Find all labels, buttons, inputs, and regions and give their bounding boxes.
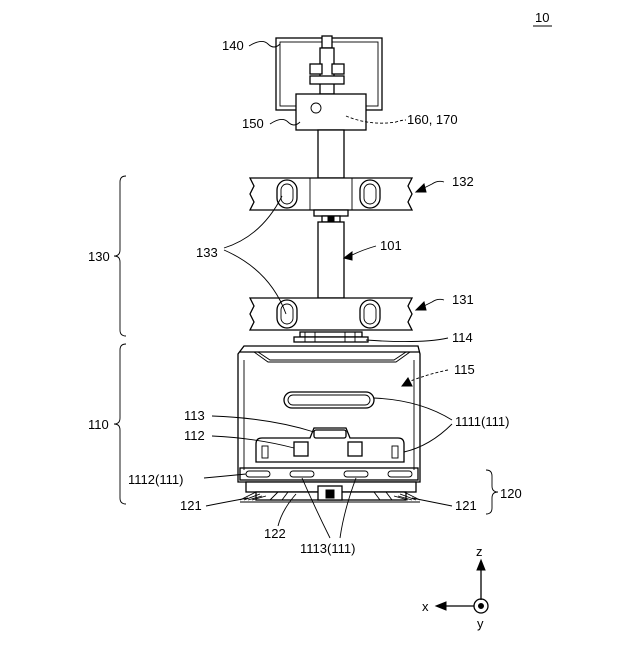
- brace-130: [114, 176, 126, 336]
- upper-pole: [318, 130, 344, 178]
- joint-114: [294, 332, 368, 342]
- label-1113: 1113(111): [300, 541, 355, 556]
- label-121-left: 121: [180, 498, 202, 513]
- label-131: 131: [452, 292, 474, 307]
- box-150: [296, 94, 366, 130]
- label-113: 113: [184, 408, 205, 423]
- connector-upper: [314, 210, 348, 222]
- label-1112: 1112(111): [128, 472, 183, 487]
- axis-label-y: y: [477, 616, 484, 631]
- pole-101: [318, 222, 344, 298]
- label-120: 120: [500, 486, 522, 501]
- arrow-101: [344, 252, 352, 260]
- label-1111: 1111(111): [455, 414, 509, 429]
- label-132: 132: [452, 174, 474, 189]
- leader-101: [350, 246, 376, 256]
- label-112: 112: [184, 428, 205, 443]
- brace-120: [486, 470, 498, 514]
- label-101: 101: [380, 238, 402, 253]
- label-160-170: 160, 170: [407, 112, 458, 127]
- axis-label-z: z: [476, 544, 483, 559]
- label-114: 114: [452, 330, 473, 345]
- bar-131: [250, 298, 412, 330]
- label-115: 115: [454, 362, 475, 377]
- label-130: 130: [88, 249, 110, 264]
- leader-114: [366, 338, 448, 342]
- label-110: 110: [88, 417, 109, 432]
- base-120: [240, 482, 420, 502]
- arrow-132: [416, 184, 426, 192]
- axis-label-x: x: [422, 599, 429, 614]
- label-121-right: 121: [455, 498, 477, 513]
- label-140: 140: [222, 38, 244, 53]
- brace-110: [114, 344, 126, 504]
- axes-indicator: z x y: [422, 544, 488, 631]
- main-body-110: [238, 346, 420, 482]
- bar-132: [250, 178, 412, 210]
- figure-number: 10: [535, 10, 549, 25]
- arrow-131: [416, 302, 426, 310]
- label-150: 150: [242, 116, 264, 131]
- label-133: 133: [196, 245, 218, 260]
- label-122: 122: [264, 526, 286, 541]
